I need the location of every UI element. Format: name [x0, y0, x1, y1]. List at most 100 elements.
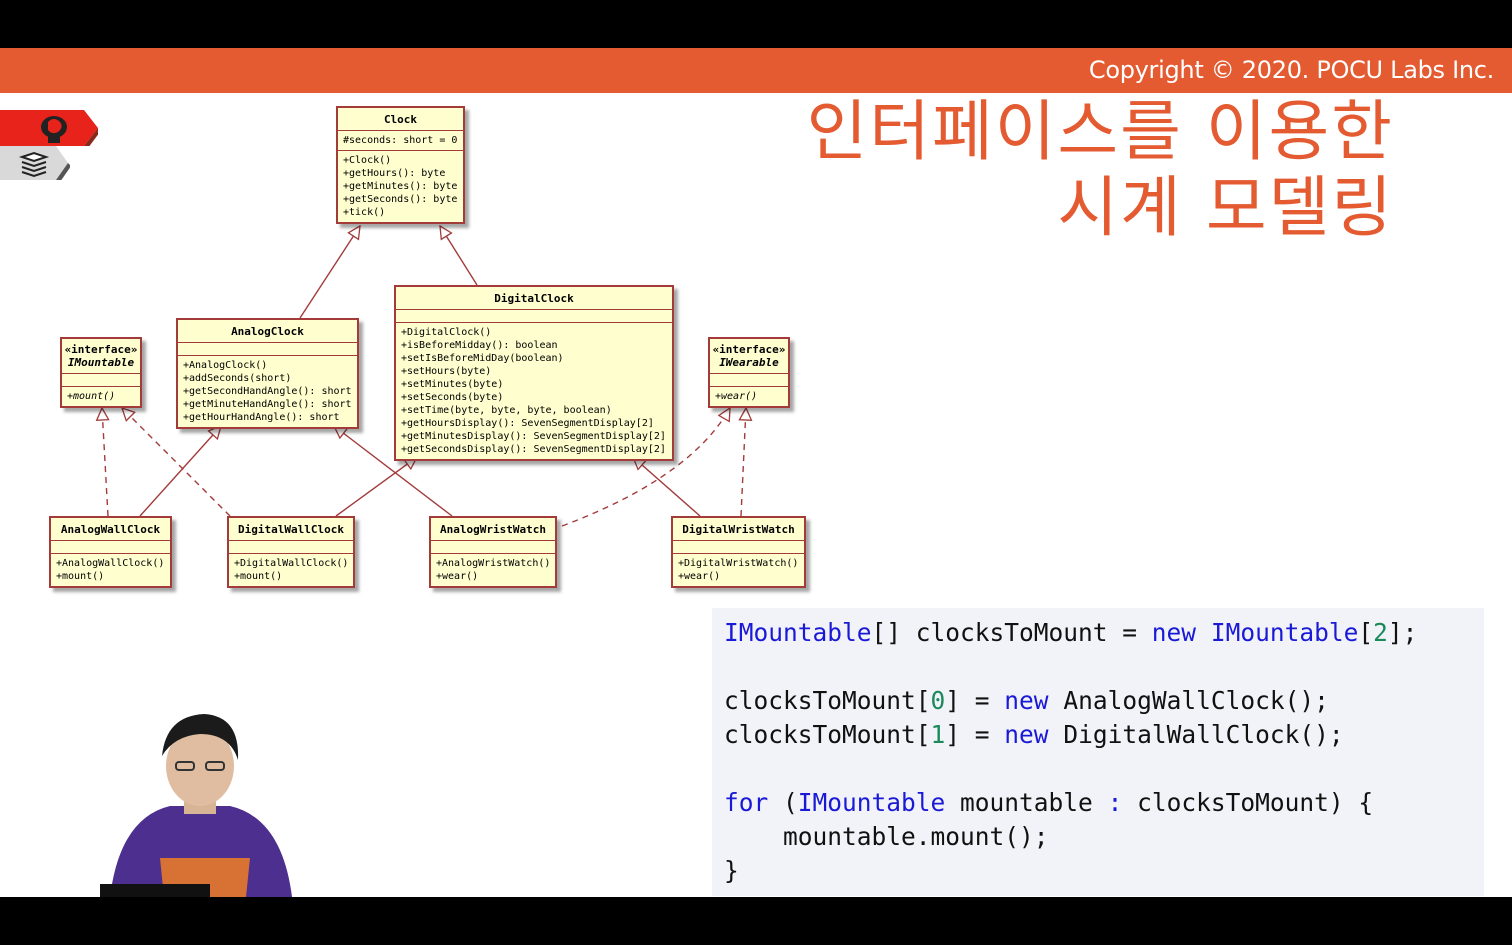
stereotype: «interface» — [64, 343, 138, 356]
method: +getSecondHandAngle(): short — [183, 386, 352, 397]
method: +mount() — [56, 571, 105, 582]
uml-class-clock: Clock #seconds: short = 0 +Clock() +getH… — [336, 106, 465, 224]
method: +getHoursDisplay(): SevenSegmentDisplay[… — [401, 418, 654, 429]
code-keyword: new — [1004, 686, 1049, 715]
method: +getHours(): byte — [343, 168, 446, 179]
edge-analogclock-clock — [299, 226, 360, 319]
method: +tick() — [343, 207, 386, 218]
edge-digitalwallclock-imountable — [122, 408, 231, 517]
method: +Clock() — [343, 155, 392, 166]
code-text-segment: [ — [1358, 618, 1374, 647]
class-methods: +wear() — [710, 387, 788, 406]
class-name: DigitalWallClock — [229, 518, 353, 541]
code-text-segment: ] = — [945, 686, 1005, 715]
method: +AnalogWristWatch() — [436, 558, 551, 569]
code-keyword: for — [724, 788, 769, 817]
method: +getSeconds(): byte — [343, 194, 458, 205]
method: +setIsBeforeMidDay(boolean) — [401, 353, 564, 364]
class-methods: +AnalogWallClock() +mount() — [51, 554, 170, 586]
class-name: DigitalClock — [396, 287, 672, 310]
code-text-segment: mountable — [945, 788, 1108, 817]
code-type: IMountable — [1210, 618, 1359, 647]
brain-icon[interactable] — [0, 110, 98, 146]
method: +setHours(byte) — [401, 366, 492, 377]
class-methods: +DigitalWristWatch() +wear() — [673, 554, 804, 586]
method: +DigitalClock() — [401, 327, 492, 338]
class-methods: +DigitalWallClock() +mount() — [229, 554, 353, 586]
uml-class-digitalwallclock: DigitalWallClock +DigitalWallClock() +mo… — [227, 516, 355, 588]
code-line-3: clocksToMount[1] = new DigitalWallClock(… — [724, 720, 1344, 749]
code-number: 0 — [930, 686, 946, 715]
method: +addSeconds(short) — [183, 373, 292, 384]
edge-analogwristwatch-iwearable — [561, 408, 730, 527]
code-line-5: mountable.mount(); — [724, 822, 1049, 851]
code-block: IMountable[] clocksToMount = new IMounta… — [712, 608, 1484, 896]
presenter-video — [100, 714, 292, 897]
edge-digitalwallclock-digitalclock — [335, 457, 417, 517]
class-fields — [62, 374, 140, 387]
class-fields — [229, 541, 353, 554]
code-text-segment — [1196, 618, 1211, 647]
class-methods: +DigitalClock() +isBeforeMidday(): boole… — [396, 323, 672, 459]
code-text-segment: ( — [768, 788, 798, 817]
stereotype: «interface» — [712, 343, 786, 356]
method: +setSeconds(byte) — [401, 392, 504, 403]
slide-title: 인터페이스를 이용한 시계 모델링 — [694, 94, 1394, 246]
class-name: IMountable — [67, 356, 135, 369]
method: +getMinuteHandAngle(): short — [183, 399, 352, 410]
header-banner: Copyright © 2020. POCU Labs Inc. — [0, 48, 1512, 93]
method: +getSecondsDisplay(): SevenSegmentDispla… — [401, 444, 666, 455]
code-line-2: clocksToMount[0] = new AnalogWallClock()… — [724, 686, 1329, 715]
code-colon: : — [1107, 788, 1123, 817]
class-methods: +Clock() +getHours(): byte +getMinutes()… — [338, 151, 463, 222]
class-name: AnalogWristWatch — [431, 518, 555, 541]
code-keyword: new — [1004, 720, 1049, 749]
method: +mount() — [234, 571, 283, 582]
class-fields — [710, 374, 788, 387]
uml-interface-iwearable: «interface» IWearable +wear() — [708, 337, 790, 408]
method: +AnalogWallClock() — [56, 558, 165, 569]
method: +getHourHandAngle(): short — [183, 412, 340, 423]
class-name: IWearable — [719, 356, 779, 369]
method: +wear() — [678, 571, 721, 582]
code-text-segment: clocksToMount[ — [724, 720, 931, 749]
uml-class-digitalwristwatch: DigitalWristWatch +DigitalWristWatch() +… — [671, 516, 806, 588]
class-methods: +mount() — [62, 387, 140, 406]
field: #seconds: short = 0 — [343, 135, 458, 146]
class-fields — [431, 541, 555, 554]
code-type: IMountable — [724, 618, 872, 647]
title-line-1: 인터페이스를 이용한 — [806, 93, 1394, 170]
uml-class-analogclock: AnalogClock +AnalogClock() +addSeconds(s… — [176, 318, 359, 429]
class-name: AnalogWallClock — [51, 518, 170, 541]
method: +wear() — [436, 571, 479, 582]
method: +mount() — [67, 391, 116, 402]
edge-analogwallclock-analogclock — [139, 426, 221, 517]
code-line-4: for (IMountable mountable : clocksToMoun… — [724, 788, 1373, 817]
class-fields: #seconds: short = 0 — [338, 131, 463, 151]
code-line-1: IMountable[] clocksToMount = new IMounta… — [724, 618, 1417, 647]
class-fields — [51, 541, 170, 554]
edge-digitalwristwatch-iwearable — [741, 408, 746, 517]
code-text-segment: ] = — [945, 720, 1005, 749]
method: +wear() — [715, 391, 758, 402]
code-text-segment: clocksToMount[ — [724, 686, 931, 715]
edge-analogwallclock-imountable — [102, 408, 108, 517]
method: +setTime(byte, byte, byte, boolean) — [401, 405, 612, 416]
interface-header: «interface» IWearable — [710, 339, 788, 374]
method: +isBeforeMidday(): boolean — [401, 340, 558, 351]
class-fields — [673, 541, 804, 554]
edge-digitalwristwatch-digitalclock — [633, 457, 701, 517]
code-text-segment: clocksToMount) { — [1122, 788, 1374, 817]
uml-class-digitalclock: DigitalClock +DigitalClock() +isBeforeMi… — [394, 285, 674, 461]
uml-interface-imountable: «interface» IMountable +mount() — [60, 337, 142, 408]
code-line-6: } — [724, 856, 739, 885]
code-text: IMountable[] clocksToMount = new IMounta… — [724, 616, 1417, 888]
class-name: Clock — [338, 108, 463, 131]
class-name: AnalogClock — [178, 320, 357, 343]
code-text-segment: AnalogWallClock(); — [1048, 686, 1329, 715]
code-text-segment: DigitalWallClock(); — [1048, 720, 1344, 749]
code-text-segment: [] clocksToMount = — [871, 618, 1152, 647]
edge-digitalclock-clock — [440, 226, 478, 286]
edge-analogwristwatch-analogclock — [334, 426, 453, 517]
books-icon[interactable] — [0, 146, 70, 180]
